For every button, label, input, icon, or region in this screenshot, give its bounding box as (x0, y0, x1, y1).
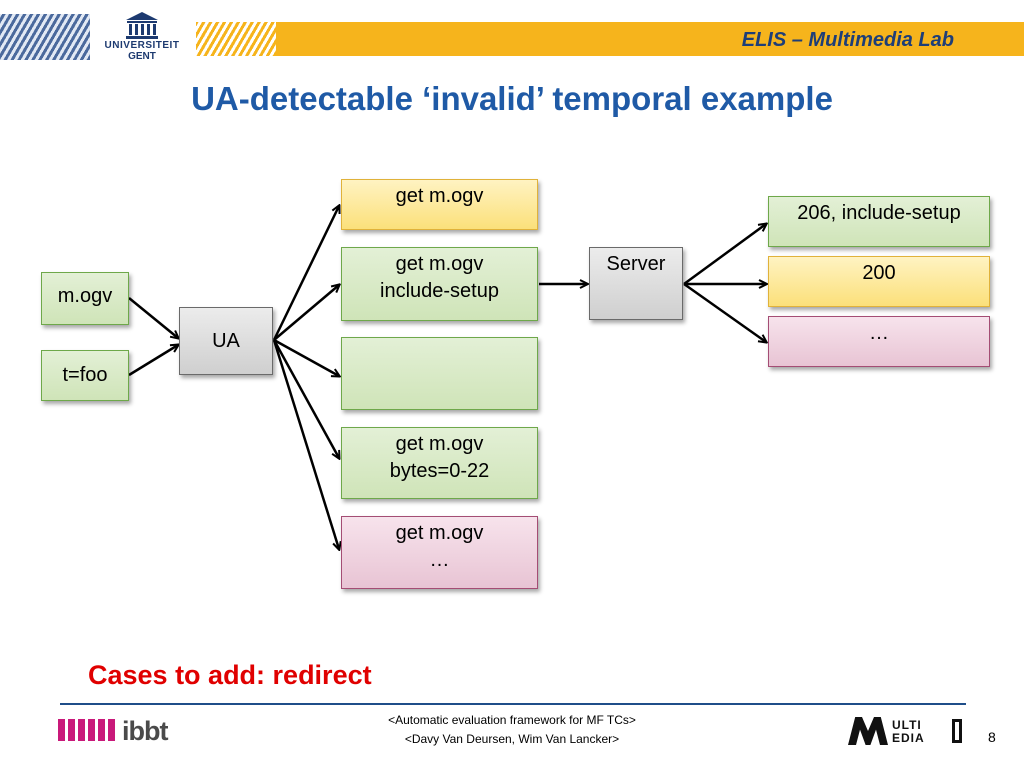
ua-node: UA (179, 307, 273, 375)
arrow-ua-req1 (272, 206, 339, 341)
server-node: Server (589, 247, 683, 320)
request-2-line1: get m.ogv (395, 253, 484, 275)
request-box-4: get m.ogv bytes=0-22 (341, 427, 538, 499)
arrow-server-resp1 (683, 224, 766, 286)
slide-title: UA-detectable ‘invalid’ temporal example (191, 80, 833, 117)
header-pattern-left (0, 14, 90, 60)
footer-line-1: <Automatic evaluation framework for MF T… (388, 713, 636, 727)
request-1-line1: get m.ogv (395, 185, 484, 207)
request-box-5: get m.ogv … (341, 516, 538, 589)
logo-text-line2: GENT (128, 51, 156, 62)
request-2-line2: include-setup (380, 280, 499, 302)
ibbt-logo-text: ibbt (122, 716, 168, 746)
response-box-2: 200 (768, 256, 990, 307)
multimedia-m-icon (848, 717, 888, 745)
footer-text: <Automatic evaluation framework for MF T… (0, 711, 1024, 749)
header-stripes (196, 22, 276, 56)
arrow-mogv-ua (128, 297, 178, 338)
input-mogv: m.ogv (41, 272, 129, 325)
arrow-server-resp3 (683, 282, 766, 342)
multimedia-text-2: EDIA (892, 731, 925, 745)
logo-text-line1: UNIVERSITEIT (104, 40, 180, 51)
arrow-tfoo-ua (128, 345, 178, 377)
cases-note: Cases to add: redirect (88, 660, 372, 690)
request-4-line1: get m.ogv (395, 433, 484, 455)
ibbt-bars-icon (58, 719, 118, 741)
multimedia-logo: ULTI EDIA (848, 717, 968, 747)
ibbt-logo: ibbt (58, 716, 183, 746)
footer-divider (60, 703, 966, 705)
request-5-line2: … (429, 549, 450, 571)
arrow-ua-req3 (273, 338, 339, 376)
arrow-ua-req4 (272, 339, 339, 458)
page-number: 8 (988, 729, 996, 745)
request-box-3-empty (341, 337, 538, 410)
request-box-2: get m.ogv include-setup (341, 247, 538, 321)
header-bar (276, 22, 1024, 56)
university-logo: UNIVERSITEIT GENT (98, 10, 186, 66)
footer-line-2: <Davy Van Deursen, Wim Van Lancker> (404, 732, 620, 746)
request-5-line1: get m.ogv (395, 522, 484, 544)
multimedia-text-1: ULTI (892, 718, 922, 732)
multimedia-bracket-icon (952, 719, 962, 743)
university-building-icon (126, 12, 158, 39)
response-box-1: 206, include-setup (768, 196, 990, 247)
input-tfoo: t=foo (41, 350, 129, 401)
response-box-3: … (768, 316, 990, 367)
request-box-1: get m.ogv (341, 179, 538, 230)
lab-name: ELIS – Multimedia Lab (741, 29, 954, 51)
arrow-ua-req2 (273, 285, 339, 341)
request-4-line2: bytes=0-22 (389, 460, 490, 482)
arrow-ua-req5 (272, 339, 339, 549)
